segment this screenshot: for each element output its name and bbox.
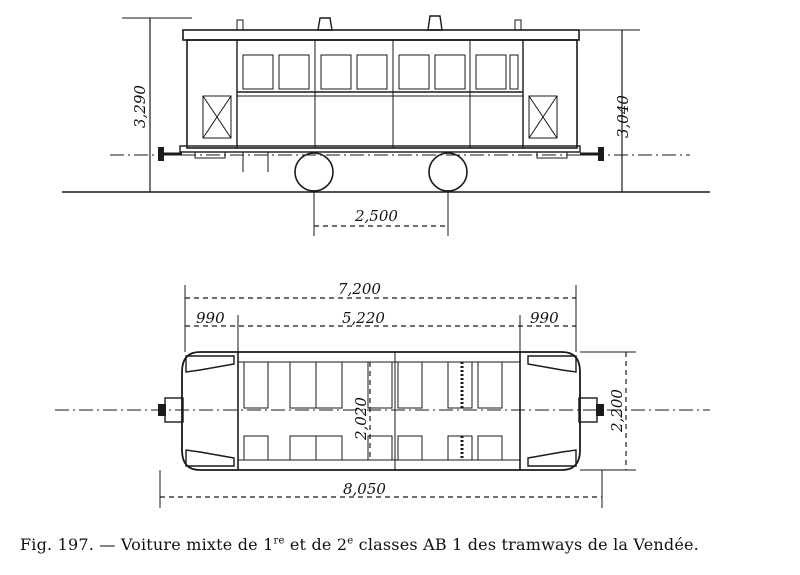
dim-height-left: 3,290 — [131, 85, 149, 128]
dim-wheelbase: 2,500 — [354, 207, 398, 225]
wheel-left — [294, 152, 334, 192]
end-panel-right — [528, 95, 558, 139]
underframe — [179, 145, 581, 153]
dim-outer-width: 2,200 — [608, 389, 626, 433]
plan-view: 7,200 990 5,220 990 — [55, 280, 710, 508]
coupler-right — [578, 397, 604, 423]
dim-total-length: 8,050 — [343, 480, 386, 498]
figure-caption: Fig. 197. — Voiture mixte de 1re et de 2… — [20, 535, 699, 554]
buffer-right — [580, 147, 604, 161]
wheel-right — [428, 152, 468, 192]
seats-bottom — [243, 435, 503, 461]
dim-body-length: 5,220 — [342, 309, 385, 327]
dim-inner-width: 2,020 — [352, 397, 370, 441]
roof — [182, 29, 580, 41]
roof-lamp-1 — [317, 17, 333, 31]
dim-height-right: 3,040 — [614, 95, 632, 138]
plan-outline — [181, 351, 581, 471]
buffer-left — [158, 147, 182, 161]
dim-overall-length: 7,200 — [338, 280, 381, 298]
seats-top — [243, 361, 503, 409]
end-panel-left — [202, 95, 232, 139]
coupler-left — [158, 397, 184, 423]
dim-end-right: 990 — [530, 309, 559, 327]
side-windows — [242, 54, 519, 90]
roof-lamp-2 — [427, 15, 443, 31]
dim-end-left: 990 — [196, 309, 225, 327]
tram-drawing: 3,290 3,040 2,500 7,200 990 5,220 990 — [55, 15, 710, 508]
side-elevation: 3,290 3,040 2,500 — [62, 15, 710, 236]
car-body — [186, 39, 578, 149]
